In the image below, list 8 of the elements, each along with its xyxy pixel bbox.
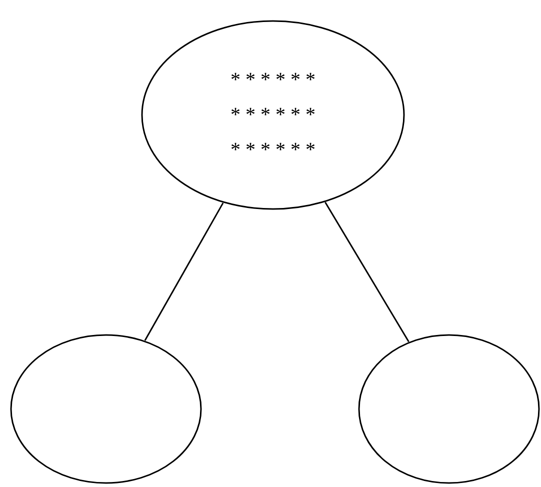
ellipse-node — [358, 334, 540, 484]
ellipse-node — [10, 334, 202, 484]
ellipse-node — [141, 20, 405, 210]
connector-line — [144, 202, 224, 341]
asterisk-row-text: * * * * * * — [230, 138, 316, 162]
asterisk-row-text: * * * * * * — [230, 68, 316, 92]
connector-line — [324, 202, 410, 342]
asterisk-row-text: * * * * * * — [230, 102, 316, 128]
